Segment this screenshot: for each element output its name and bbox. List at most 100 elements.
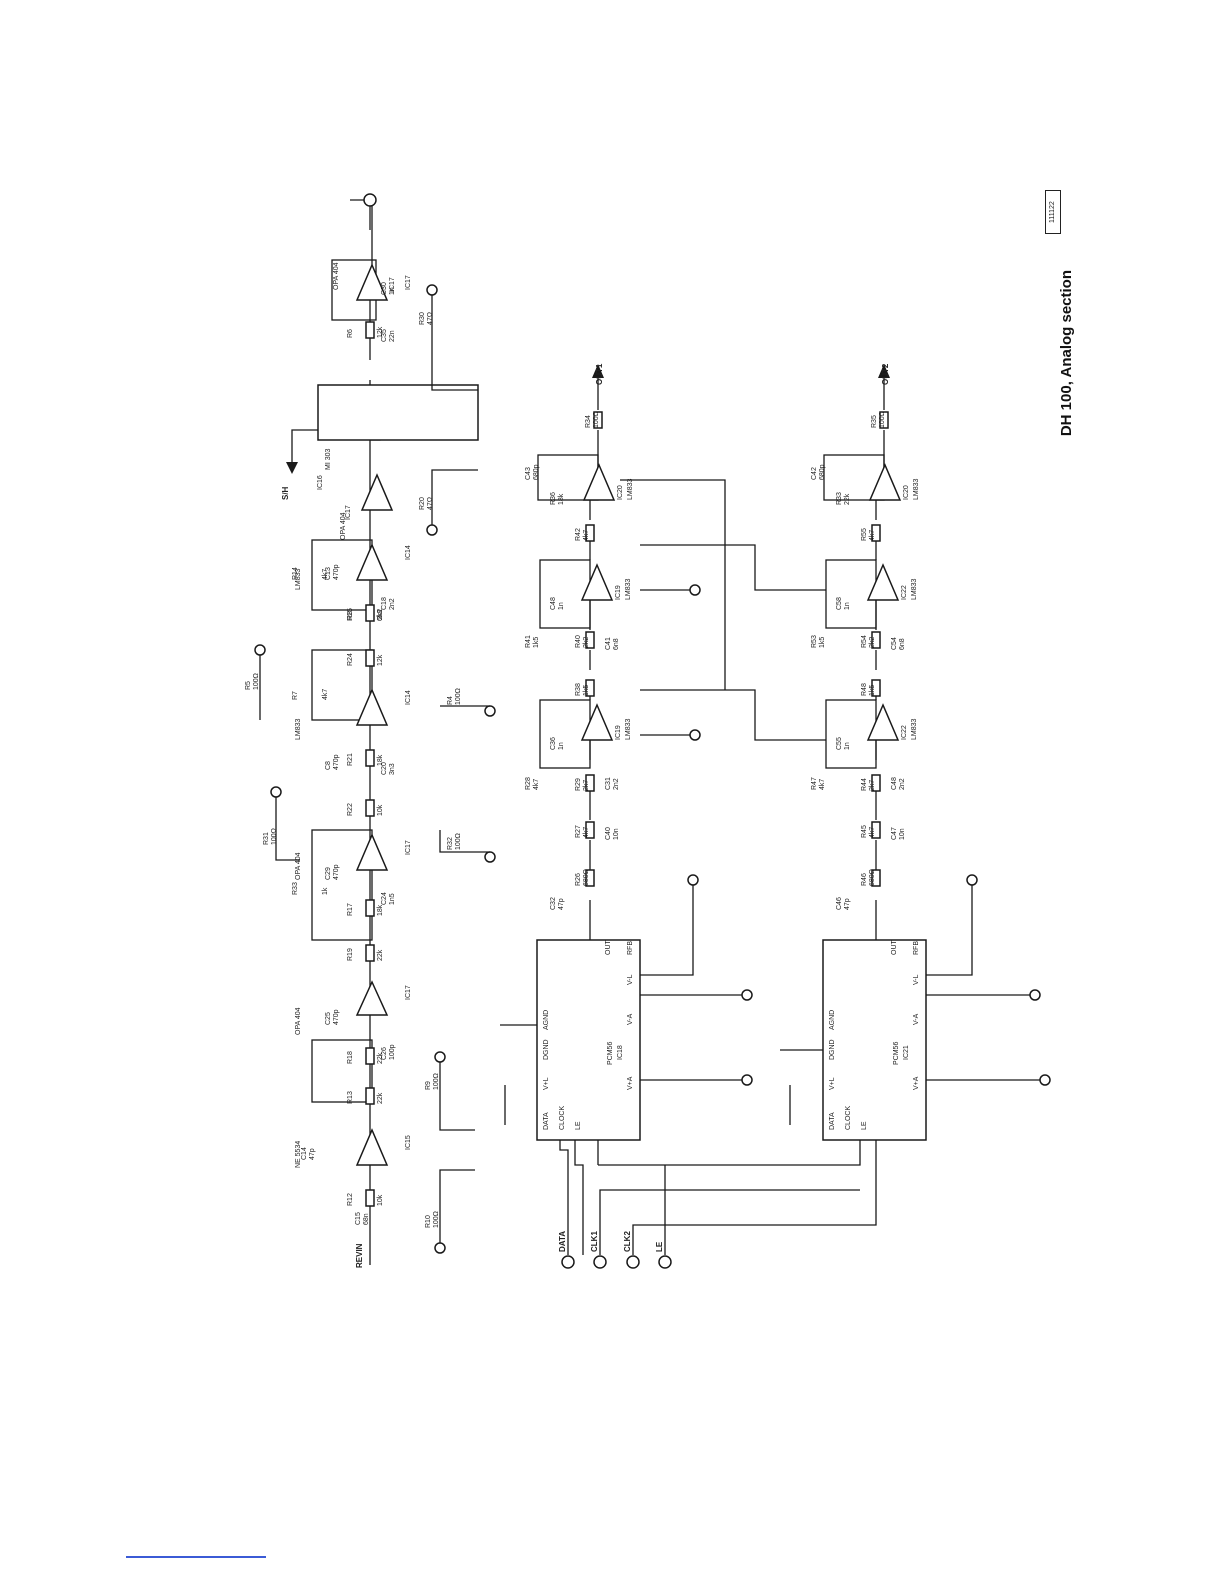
capacitor-val-1: 47p: [309, 1148, 316, 1160]
ch0-capacitor-val-6: 47p: [558, 898, 565, 910]
ch0-resistor-val-9: 100Ω: [593, 411, 600, 428]
opamp-type-5: OPA 404: [340, 512, 347, 540]
dac-part-0: PCM56: [607, 1042, 614, 1065]
supply-val-1: 100Ω: [433, 1073, 440, 1090]
dac-pin-out-1: OUT: [891, 940, 898, 956]
dac-pin-agnd-0: AGND: [543, 1010, 550, 1030]
dac-pin-vma-1: V-A: [913, 1013, 920, 1025]
resistor-val-3: 22k: [377, 949, 384, 961]
ch1-resistor-val-4: 1k5: [869, 685, 876, 696]
bus-terminal-label-0: DATA: [558, 1231, 567, 1252]
ch-opamp-top-1: LM833: [911, 718, 918, 740]
ch1-resistor-ref-3: R47: [811, 777, 818, 790]
dac-pin-data-1: DATA: [829, 1112, 836, 1130]
ch1-capacitor-ref-3: C54: [891, 637, 898, 650]
resistor-ref-8: R15: [347, 608, 354, 621]
resistor-ref-12: R14: [292, 567, 299, 580]
ch0-resistor-val-2: 2k7: [583, 780, 590, 791]
ch0-resistor-val-3: 4k7: [533, 779, 540, 790]
ch-opamp-end-1: LM833: [913, 478, 920, 500]
capacitor-ref-4: C24: [381, 892, 388, 905]
terminal-data: [561, 1255, 575, 1269]
resistor-val-13: 1k: [322, 887, 329, 895]
capacitor-val-3: 470p: [333, 1009, 340, 1025]
ic-label-4: IC14: [405, 545, 412, 560]
resistor-val-12: 4k7: [322, 569, 329, 580]
bus-lines: [559, 1140, 877, 1269]
terminal-clk2: [626, 1255, 640, 1269]
ch1-capacitor-val-0: 10n: [899, 828, 906, 840]
resistor-ref-5: R22: [347, 803, 354, 816]
chip-part-label: MI 303: [325, 448, 332, 470]
ch0-resistor-ref-0: R26: [575, 873, 582, 886]
ch0-capacitor-val-5: 680p: [533, 464, 540, 480]
ch0-capacitor-val-0: 10n: [613, 828, 620, 840]
ch0-resistor-val-7: 4k7: [583, 530, 590, 541]
capacitor-ref-1: C14: [301, 1147, 308, 1160]
ch1-capacitor-ref-0: C47: [891, 827, 898, 840]
output-label-0: OUT1: [595, 363, 604, 385]
resistor-ref-1: R13: [347, 1091, 354, 1104]
resistor-ref-10: R7: [292, 691, 299, 700]
resistor-ref-7: R24: [347, 653, 354, 666]
ch0-resistor-val-8: 18k: [558, 493, 565, 505]
ch0-resistor-ref-8: R36: [550, 492, 557, 505]
dac-pin-vma-0: V-A: [627, 1013, 634, 1025]
ch1-capacitor-ref-2: C55: [836, 737, 843, 750]
dac-pin-vml-1: V-L: [913, 974, 920, 985]
footer-line: [126, 1556, 266, 1558]
dac-pin-clock-1: CLOCK: [845, 1106, 852, 1130]
ch0-resistor-ref-4: R38: [575, 683, 582, 696]
resistor-ref-13: R33: [292, 882, 299, 895]
ch0-resistor-val-6: 1k5: [533, 637, 540, 648]
capacitor-ref-2: C26: [381, 1047, 388, 1060]
ch-opamp-top-0: LM833: [625, 718, 632, 740]
resistor-val-11: 2k2: [377, 609, 384, 620]
ch1-resistor-val-2: 2k7: [869, 780, 876, 791]
ch-ic-end-0: IC20: [617, 485, 624, 500]
capacitor-ref-6: C20: [381, 762, 388, 775]
supply-ref-4: R5: [245, 681, 252, 690]
ch1-capacitor-val-6: 47p: [844, 898, 851, 910]
resistor-val-4: 18k: [377, 904, 384, 916]
output-ic-label: IC17: [389, 277, 396, 292]
capacitor-ref-3: C25: [325, 1012, 332, 1025]
dac-pin-clock-0: CLOCK: [559, 1106, 566, 1130]
resistor-ref-0: R12: [347, 1193, 354, 1206]
ch1-capacitor-val-1: 2n2: [899, 778, 906, 790]
ch0-resistor-ref-5: R40: [575, 635, 582, 648]
opamp-type-1: OPA 404: [295, 1007, 302, 1035]
ch1-capacitor-val-4: 1n: [844, 602, 851, 610]
ch0-resistor-val-4: 1k5: [583, 685, 590, 696]
dac-pin-vml-0: V-L: [627, 974, 634, 985]
dac-pin-vpl-0: V+L: [543, 1077, 550, 1090]
ch0-capacitor-ref-6: C32: [550, 897, 557, 910]
opamp-type-2: OPA 404: [295, 852, 302, 880]
ch1-capacitor-val-3: 6n8: [899, 638, 906, 650]
ic-label-3: IC14: [405, 690, 412, 705]
ch1-resistor-val-7: 4k7: [869, 530, 876, 541]
supply-ref-7: R30: [419, 312, 426, 325]
capacitor-val-10: 22n: [389, 330, 396, 342]
ch-ic-top-1: IC22: [901, 725, 908, 740]
resistor-val-7: 12k: [377, 654, 384, 666]
resistor-ref-6: R21: [347, 753, 354, 766]
capacitor-val-6: 3n3: [389, 763, 396, 775]
ch1-resistor-ref-7: R55: [861, 528, 868, 541]
supply-ref-5: R4: [447, 696, 454, 705]
ch0-resistor-ref-7: R42: [575, 528, 582, 541]
ch1-resistor-ref-9: R35: [871, 415, 878, 428]
capacitor-ref-5: C29: [325, 867, 332, 880]
ch-ic-mid-1: IC22: [901, 585, 908, 600]
supply-val-2: 100Ω: [271, 828, 278, 845]
capacitor-val-7: 470p: [333, 754, 340, 770]
supply-ref-6: R20: [419, 497, 426, 510]
capacitor-val-5: 470p: [333, 864, 340, 880]
opamp-type-6: OPA 404: [333, 262, 340, 290]
ch1-resistor-ref-6: R53: [811, 635, 818, 648]
output-label-1: OUT2: [881, 363, 890, 385]
ic-label-5: IC17: [345, 505, 352, 520]
resistor-val-8: 6k8: [377, 610, 384, 621]
capacitor-val-4: 1n5: [389, 893, 396, 905]
